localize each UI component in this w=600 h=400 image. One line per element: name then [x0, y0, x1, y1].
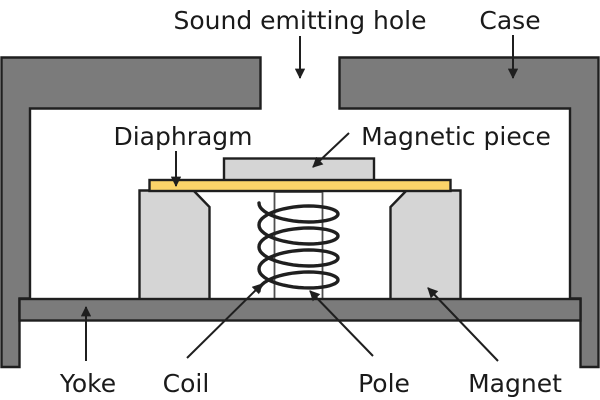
- label-coil: Coil: [163, 369, 210, 398]
- magnet-right-shape: [389, 189, 462, 302]
- diaphragm-shape: [148, 178, 452, 193]
- label-magnetic-piece: Magnetic piece: [361, 122, 551, 151]
- coil-arrow: [186, 283, 263, 359]
- magnet-left-shape: [138, 189, 211, 302]
- coil-shape: [257, 201, 340, 293]
- label-yoke: Yoke: [59, 369, 116, 398]
- label-diaphragm: Diaphragm: [113, 122, 252, 151]
- yoke-shape: [18, 297, 582, 322]
- magnetic-piece-arrow: [312, 132, 350, 168]
- label-pole: Pole: [358, 369, 410, 398]
- pole-arrow: [309, 290, 374, 357]
- label-case: Case: [479, 6, 540, 35]
- label-magnet: Magnet: [468, 369, 562, 398]
- label-sound-emitting-hole: Sound emitting hole: [173, 6, 426, 35]
- magnet-arrow: [427, 287, 499, 362]
